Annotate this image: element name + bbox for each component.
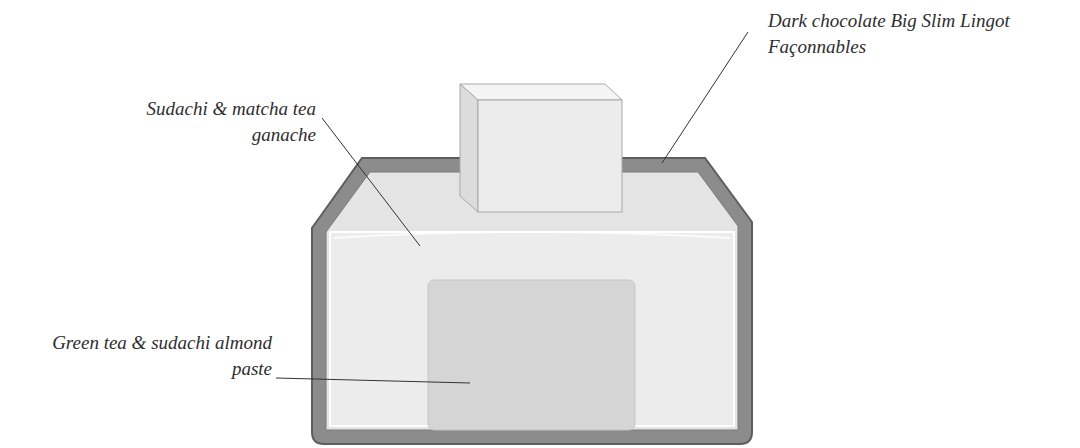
part-label: Sudachi & matcha tea ganache <box>140 96 316 148</box>
leader-line <box>662 32 748 163</box>
cube-top <box>460 84 622 100</box>
cube-side <box>460 84 478 212</box>
ganache-highlight <box>334 232 730 238</box>
almond-paste-block <box>428 280 635 430</box>
part-label: Dark chocolate Big Slim Lingot Façonnabl… <box>768 8 1058 60</box>
leader-line <box>322 118 420 246</box>
cube-front <box>478 100 622 212</box>
leader-line <box>276 378 470 383</box>
part-label: Green tea & sudachi almond paste <box>50 330 272 382</box>
